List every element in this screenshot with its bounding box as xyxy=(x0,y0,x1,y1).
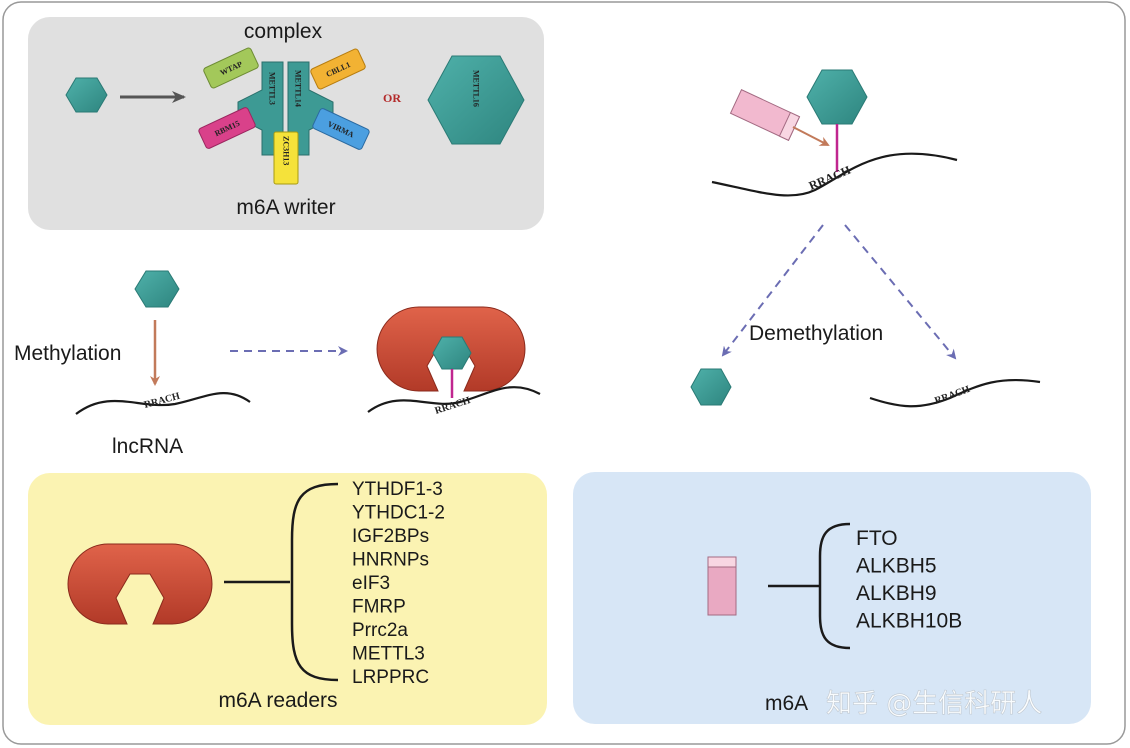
readers-panel-bg xyxy=(28,473,547,725)
writer-complex-title: complex xyxy=(244,20,323,43)
erasers-item: FTO xyxy=(856,527,898,550)
m6a-hexagon-icon xyxy=(432,336,472,370)
zc3h13-label: ZC3H13 xyxy=(282,136,291,165)
methylation-label: Methylation xyxy=(14,342,121,365)
mettl14-label: METTL14 xyxy=(294,70,303,107)
rna-strand xyxy=(367,386,541,413)
writer-caption: m6A writer xyxy=(236,196,335,219)
mettl3-shape xyxy=(237,61,284,156)
virma-protein: VIRMA xyxy=(312,108,370,150)
readers-item: LRPPRC xyxy=(352,667,429,688)
readers-item: Prrc2a xyxy=(352,620,408,641)
m6a-hexagon-icon xyxy=(690,368,732,406)
readers-item: FMRP xyxy=(352,597,406,618)
demethylation-section: RRACH Demethylation RRACH xyxy=(690,69,1041,408)
reader-protein-icon xyxy=(67,543,213,625)
rna-strand xyxy=(711,152,958,197)
eraser-arrow xyxy=(792,126,830,146)
erasers-item: ALKBH10B xyxy=(856,610,962,633)
watermark: 知乎 @生信科研人 xyxy=(826,689,1042,719)
writer-panel: complex METTL3 METTL14 WTAP CBLL1 RBM15 … xyxy=(28,17,544,230)
erasers-panel-bg xyxy=(573,472,1091,724)
writer-panel-bg xyxy=(28,17,544,230)
m6a-hexagon-icon xyxy=(806,69,868,125)
mettl3-label: METTL3 xyxy=(268,72,277,105)
readers-item: YTHDF1-3 xyxy=(352,479,443,500)
readers-item: METTL3 xyxy=(352,644,425,665)
erasers-item: ALKBH9 xyxy=(856,582,937,605)
lncrna-label: lncRNA xyxy=(112,435,183,458)
m6a-hexagon-icon xyxy=(65,77,108,113)
demethylation-label: Demethylation xyxy=(749,322,883,345)
erasers-caption: m6A xyxy=(765,692,808,715)
eraser-cap xyxy=(707,556,737,568)
dashed-arrow-right xyxy=(844,224,957,360)
erasers-item: ALKBH5 xyxy=(856,555,937,578)
readers-item: HNRNPs xyxy=(352,550,429,571)
mettl16-hexagon-icon xyxy=(427,55,525,145)
erasers-bracket xyxy=(818,522,851,650)
readers-item: YTHDC1-2 xyxy=(352,503,445,524)
or-label: OR xyxy=(383,91,401,105)
wtap-protein: WTAP xyxy=(203,47,259,89)
rna-strand xyxy=(869,378,1041,408)
readers-item: eIF3 xyxy=(352,573,390,594)
readers-caption: m6A readers xyxy=(218,689,337,712)
cbll1-protein: CBLL1 xyxy=(310,48,366,90)
readers-item: IGF2BPs xyxy=(352,526,429,547)
rbm15-protein: RBM15 xyxy=(198,107,256,149)
mettl16-label: METTL16 xyxy=(472,70,481,107)
readers-panel: YTHDF1-3YTHDC1-2IGF2BPsHNRNPseIF3FMRPPrr… xyxy=(28,473,547,725)
m6a-hexagon-icon xyxy=(134,270,180,308)
readers-bracket xyxy=(290,482,339,682)
readers-list: YTHDF1-3YTHDC1-2IGF2BPsHNRNPseIF3FMRPPrr… xyxy=(352,479,445,688)
lncrna-strand xyxy=(75,392,251,415)
zc3h13-protein: ZC3H13 xyxy=(273,131,299,185)
